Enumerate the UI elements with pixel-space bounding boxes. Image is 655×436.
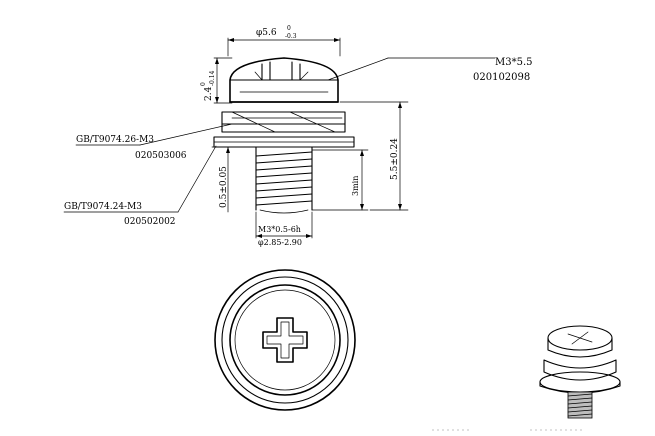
flat-washer (213, 136, 355, 148)
spring-washer (221, 111, 346, 133)
thread-spec-label: M3*0.5-6h (258, 225, 301, 234)
head-height-tol-lower: -0.14 (209, 70, 216, 86)
thread-shank (255, 146, 313, 214)
screw-code-label: 020102098 (473, 72, 530, 83)
thread-min-label: 3min (351, 176, 360, 196)
flat-washer-spec-label: GB/T9074.24-M3 (64, 202, 142, 212)
cross-recess (262, 317, 308, 363)
isometric-view (539, 325, 621, 419)
thread-spec-dimension: M3*0.5-6h φ2.85-2.90 (255, 211, 313, 247)
thread-min-dimension: 3min (311, 149, 369, 211)
pitch-diameter-label: φ2.85-2.90 (258, 238, 302, 247)
washer-thickness-dimension: 0.5±0.05 (211, 146, 237, 213)
screw-spec-label: M3*5.5 (495, 57, 533, 68)
flat-washer-code-label: 020502002 (124, 217, 176, 227)
head-diameter-label: φ5.6 (256, 28, 277, 38)
head-diameter-dimension: φ5.6 0 -0.3 (227, 25, 341, 57)
head-diameter-tol-lower: -0.3 (285, 33, 297, 40)
head-height-label: 2.4 (204, 86, 214, 101)
spring-washer-code-label: 020503006 (135, 151, 187, 161)
total-length-dimension: 5.5±0.24 (339, 101, 409, 211)
washer-thickness-label: 0.5±0.05 (219, 166, 229, 208)
total-length-label: 5.5±0.24 (390, 138, 400, 180)
top-view (214, 269, 356, 411)
head-height-dimension: 2.4 0 -0.14 (200, 57, 233, 104)
head-diameter-tol-upper: 0 (287, 25, 291, 32)
screw-head (229, 57, 339, 103)
callouts: M3*5.5 020102098 GB/T9074.26-M3 02050300… (63, 57, 533, 227)
head-height-tol-upper: 0 (200, 82, 207, 86)
spring-washer-spec-label: GB/T9074.26-M3 (76, 135, 154, 145)
side-view: φ5.6 0 -0.3 2.4 0 -0.14 (63, 25, 533, 247)
